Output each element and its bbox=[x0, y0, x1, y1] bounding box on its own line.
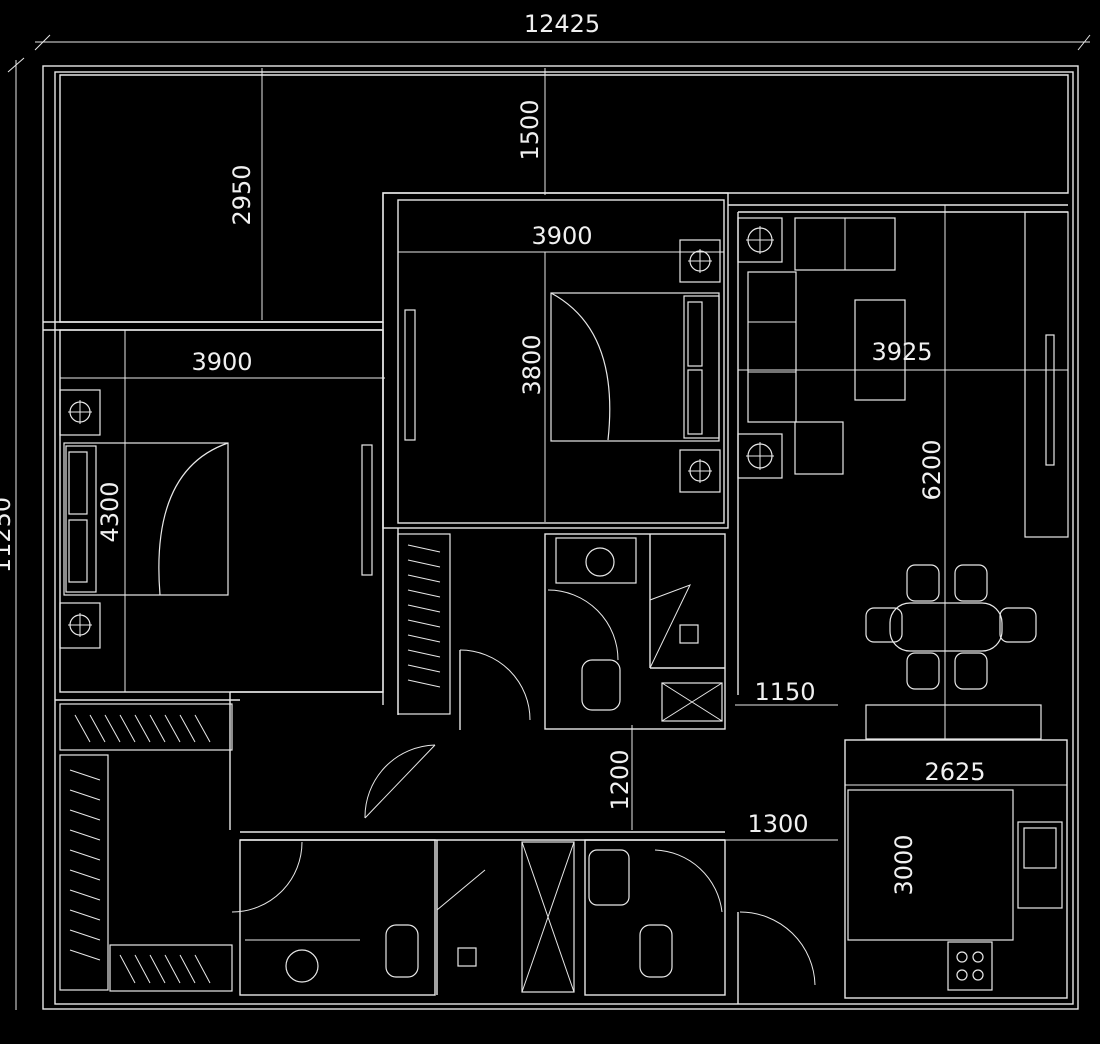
side-lamp-icon bbox=[737, 433, 783, 479]
kitchen-depth-label: 3000 bbox=[890, 834, 918, 895]
kitchen-width-label: 2625 bbox=[924, 758, 985, 786]
floor-drain-icon bbox=[679, 624, 699, 644]
living-width-label: 3925 bbox=[871, 338, 932, 366]
nightstand-lamp-icon bbox=[59, 389, 101, 436]
bedroom2-width-label: 3900 bbox=[531, 222, 592, 250]
bedroom-1: 3900 4300 bbox=[59, 329, 385, 693]
bedroom2-depth-label: 3800 bbox=[518, 334, 546, 395]
bedroom1-depth-label: 4300 bbox=[96, 481, 124, 542]
nightstand-lamp-icon bbox=[679, 239, 721, 283]
cooktop-icon bbox=[947, 941, 993, 991]
dining-table bbox=[865, 564, 1037, 690]
washbasin-icon bbox=[285, 949, 319, 983]
wardrobe-6 bbox=[109, 944, 233, 992]
bedroom1-width-label: 3900 bbox=[191, 348, 252, 376]
side-lamp-icon bbox=[737, 217, 783, 263]
bathroom-3 bbox=[584, 839, 816, 1004]
hall-width-label: 1300 bbox=[747, 810, 808, 838]
corridor-width-label: 1150 bbox=[754, 678, 815, 706]
toilet-icon bbox=[639, 924, 673, 978]
corridor-depth-label: 1200 bbox=[606, 749, 634, 810]
tv-unit bbox=[1024, 211, 1069, 538]
kitchen-island bbox=[847, 789, 1014, 941]
living-room: 3925 6200 bbox=[728, 204, 1069, 740]
sink-icon bbox=[1017, 821, 1063, 909]
bathroom-1 bbox=[544, 533, 726, 730]
coffee-table bbox=[854, 299, 906, 401]
balcony-right-depth-label: 1500 bbox=[516, 99, 544, 160]
wardrobe-4 bbox=[59, 703, 233, 751]
wardrobe-2 bbox=[404, 309, 416, 441]
washbasin-icon bbox=[555, 537, 637, 584]
balcony-left-depth-label: 2950 bbox=[228, 164, 256, 225]
shower-tray bbox=[661, 682, 723, 722]
bed-1 bbox=[63, 442, 229, 596]
dim-overall-width: 12425 bbox=[34, 10, 1091, 51]
corridor: 1150 1200 1300 bbox=[229, 322, 838, 841]
bed-2 bbox=[550, 292, 720, 442]
wardrobe-1 bbox=[361, 444, 373, 576]
nightstand-lamp-icon bbox=[59, 602, 101, 649]
bedroom-2: 3900 3800 bbox=[382, 192, 729, 529]
toilet-icon bbox=[385, 924, 419, 978]
wardrobe-3 bbox=[397, 533, 451, 715]
bedroom-3 bbox=[55, 699, 303, 992]
floor-drain-icon bbox=[457, 947, 477, 967]
outer-walls bbox=[42, 65, 1079, 1010]
wardrobe-5 bbox=[59, 754, 109, 991]
shower-area bbox=[521, 841, 575, 993]
washbasin-icon bbox=[588, 849, 630, 906]
toilet-icon bbox=[581, 659, 621, 711]
living-depth-label: 6200 bbox=[918, 439, 946, 500]
sofa bbox=[747, 217, 896, 475]
console-unit bbox=[865, 704, 1042, 740]
overall-height-label: 11250 bbox=[0, 497, 16, 573]
nightstand-lamp-icon bbox=[679, 449, 721, 493]
bathroom-2 bbox=[239, 839, 575, 996]
balcony bbox=[59, 68, 1069, 323]
kitchen: 2625 3000 bbox=[844, 739, 1068, 999]
overall-width-label: 12425 bbox=[524, 10, 600, 38]
dim-overall-height: 11250 bbox=[0, 57, 25, 1010]
